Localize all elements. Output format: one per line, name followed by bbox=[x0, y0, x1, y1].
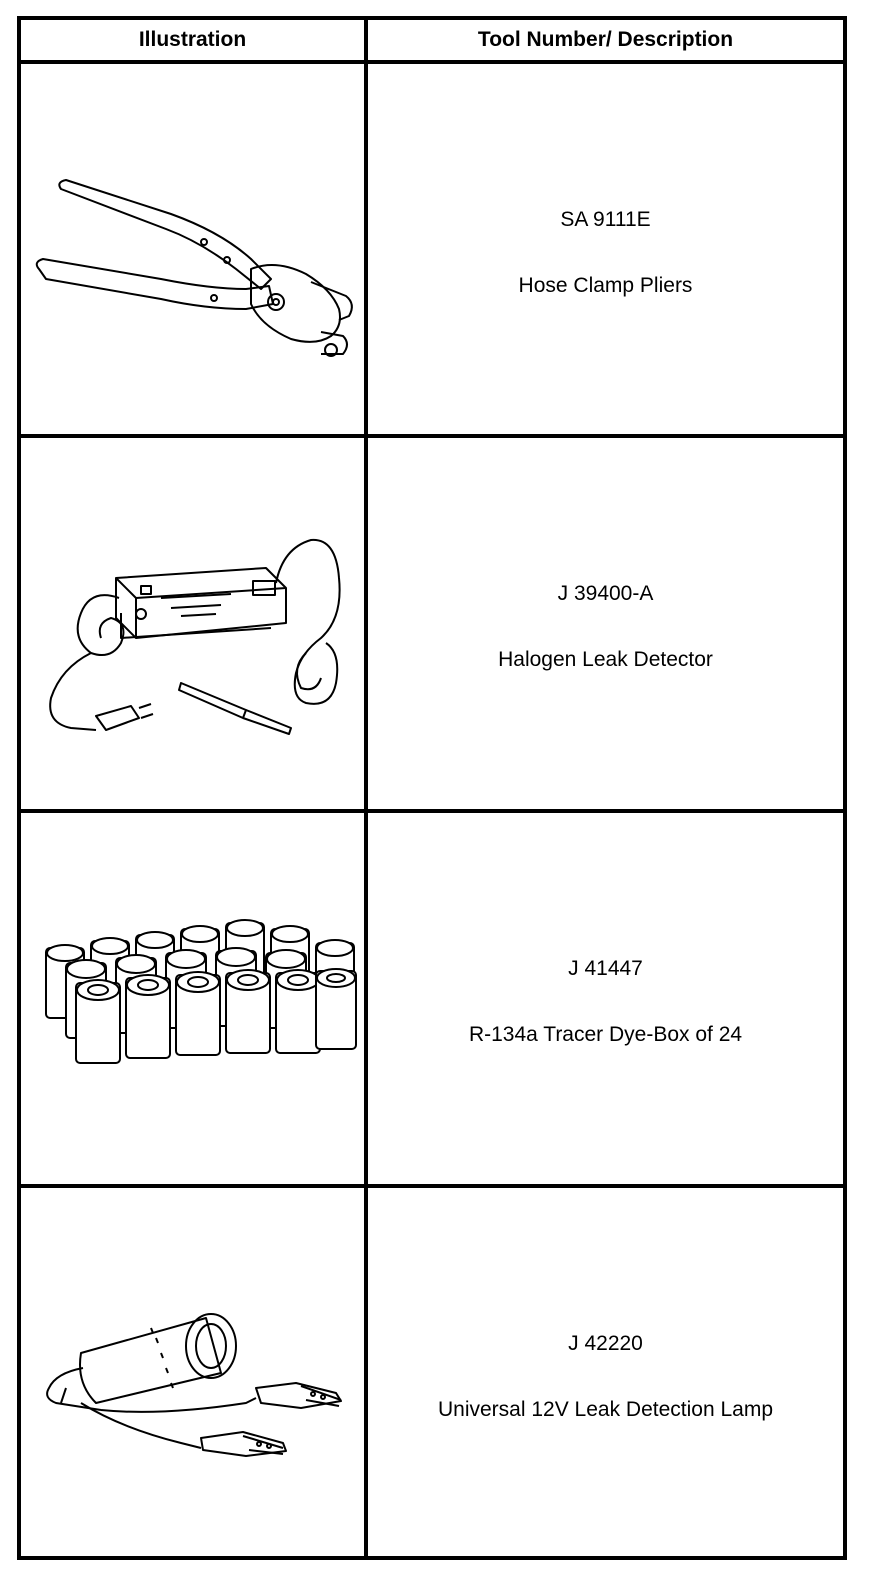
table-row: SA 9111E Hose Clamp Pliers bbox=[21, 64, 843, 438]
header-illustration: Illustration bbox=[138, 28, 247, 51]
tool-description: R-134a Tracer Dye-Box of 24 bbox=[468, 1023, 743, 1046]
tool-number: J 42220 bbox=[568, 1332, 643, 1355]
column-divider bbox=[364, 20, 368, 1556]
tool-description: Halogen Leak Detector bbox=[498, 648, 713, 671]
hose-clamp-pliers-icon bbox=[35, 179, 353, 357]
tracer-dye-bottles-icon bbox=[45, 919, 357, 1064]
tool-description: Hose Clamp Pliers bbox=[518, 274, 693, 297]
table-row: J 42220 Universal 12V Leak Detection Lam… bbox=[21, 1188, 843, 1556]
description-cell: J 41447 R-134a Tracer Dye-Box of 24 bbox=[368, 813, 843, 1184]
tools-table: Illustration Tool Number/ Description bbox=[17, 16, 847, 1560]
table-header: Illustration Tool Number/ Description bbox=[21, 20, 843, 64]
tool-number: SA 9111E bbox=[560, 208, 651, 231]
table-row: J 41447 R-134a Tracer Dye-Box of 24 bbox=[21, 813, 843, 1188]
description-cell: J 42220 Universal 12V Leak Detection Lam… bbox=[368, 1188, 843, 1556]
illustration-cell bbox=[21, 64, 364, 434]
tool-number: J 41447 bbox=[568, 957, 643, 980]
halogen-leak-detector-icon bbox=[49, 538, 341, 735]
description-cell: J 39400-A Halogen Leak Detector bbox=[368, 438, 843, 809]
description-cell: SA 9111E Hose Clamp Pliers bbox=[368, 64, 843, 434]
tool-number: J 39400-A bbox=[557, 582, 654, 605]
table-row: J 39400-A Halogen Leak Detector bbox=[21, 438, 843, 813]
illustration-cell bbox=[21, 438, 364, 809]
illustration-cell bbox=[21, 813, 364, 1184]
leak-detection-lamp-icon bbox=[46, 1313, 342, 1457]
illustration-cell bbox=[21, 1188, 364, 1556]
header-tool-description: Tool Number/ Description bbox=[477, 28, 734, 51]
tool-description: Universal 12V Leak Detection Lamp bbox=[437, 1398, 773, 1421]
